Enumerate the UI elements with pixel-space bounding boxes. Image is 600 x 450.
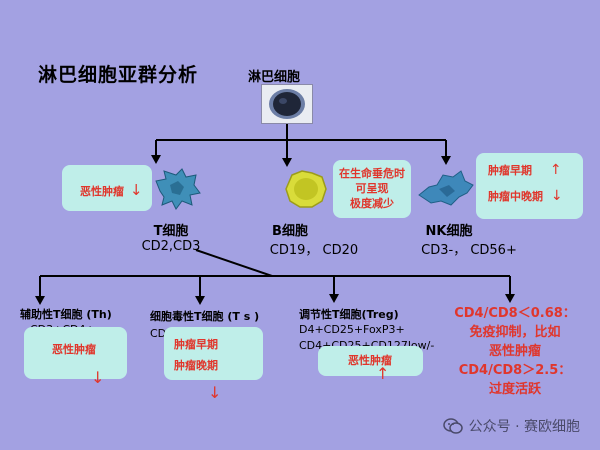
treg-card-text: 恶性肿瘤 [348,354,392,367]
ratio-note-line: 过度活跃 [488,382,541,397]
down-arrow-icon: ↓ [550,188,563,204]
th-cell-name: 辅助性T细胞 (Th) [20,308,112,321]
ratio-note-line: 恶性肿瘤 [488,344,541,359]
t-cell-image [152,167,202,211]
arrowhead-b [282,158,292,167]
lymphocyte-image [261,84,313,124]
arrowhead-t [151,155,161,164]
ts-cell-card: 肿瘤早期 肿瘤晚期 [164,327,263,380]
cd4-cd8-ratio-note: CD4/CD8＜0.68： 免疫抑制，比如 恶性肿瘤 CD4/CD8＞2.5： … [440,304,590,399]
nk-cell-markers: CD3-， CD56+ [421,243,517,258]
th-cell-card: 恶性肿瘤 [24,327,127,379]
ts-cell-markers: CD [150,327,167,340]
watermark-text: 公众号 · 赛欧细胞 [468,419,580,435]
watermark: 公众号 · 赛欧细胞 [442,416,580,436]
b-cell-markers: CD19， CD20 [269,243,359,258]
down-arrow-icon: ↓ [91,368,105,387]
b-cell-card-line: 在生命垂危时 [339,167,405,180]
ratio-note-line: CD4/CD8＞2.5： [458,363,572,378]
down-arrow-icon: ↓ [208,383,222,402]
t-cell-card: 恶性肿瘤 ↓ [62,165,152,211]
ratio-note-line: CD4/CD8＜0.68： [454,306,576,321]
down-arrow-icon: ↓ [129,181,143,199]
up-arrow-icon: ↑ [549,162,562,178]
b-cell-card-line: 可呈现 [355,182,389,195]
nk-cell-name: NK细胞 [425,224,473,239]
arrowhead-th [35,296,45,305]
treg-cell-card: 恶性肿瘤 [318,346,423,376]
ts-card-line: 肿瘤晚期 [174,359,218,372]
nk-cell-card: 肿瘤早期 ↑ 肿瘤中晚期 ↓ [476,153,583,219]
t-to-bus-diagonal [195,249,273,277]
arrowhead-ratio [505,294,515,303]
nk-card-row-text: 肿瘤早期 [488,164,532,177]
ts-cell-name: 细胞毒性T细胞 (T s ) [150,310,260,323]
arrowhead-treg [329,294,339,303]
arrowhead-nk [441,156,451,165]
nk-card-row-text: 肿瘤中晚期 [488,190,543,203]
wechat-icon [442,418,463,434]
th-card-text: 恶性肿瘤 [52,343,96,356]
t-cell-name: T细胞 [153,224,189,239]
treg-cell-markers: D4+CD25+FoxP3+ [299,323,405,336]
treg-cell-name: 调节性T细胞(Treg) [299,308,399,321]
t-cell-markers: CD2,CD3 [141,239,201,254]
arrowhead-ts [195,296,205,305]
b-cell-card-line: 极度减少 [350,197,394,210]
root-label: 淋巴细胞 [248,70,301,85]
page-title: 淋巴细胞亚群分析 [38,64,199,86]
ts-card-line: 肿瘤早期 [174,338,218,351]
nk-cell-image [415,167,477,209]
b-cell-image [282,167,330,211]
t-cell-card-text: 恶性肿瘤 [80,185,124,198]
b-cell-card: 在生命垂危时 可呈现 极度减少 [333,160,411,218]
up-arrow-icon: ↑ [376,364,390,383]
ratio-note-line: 免疫抑制，比如 [469,325,561,340]
b-cell-name: B细胞 [272,224,308,239]
